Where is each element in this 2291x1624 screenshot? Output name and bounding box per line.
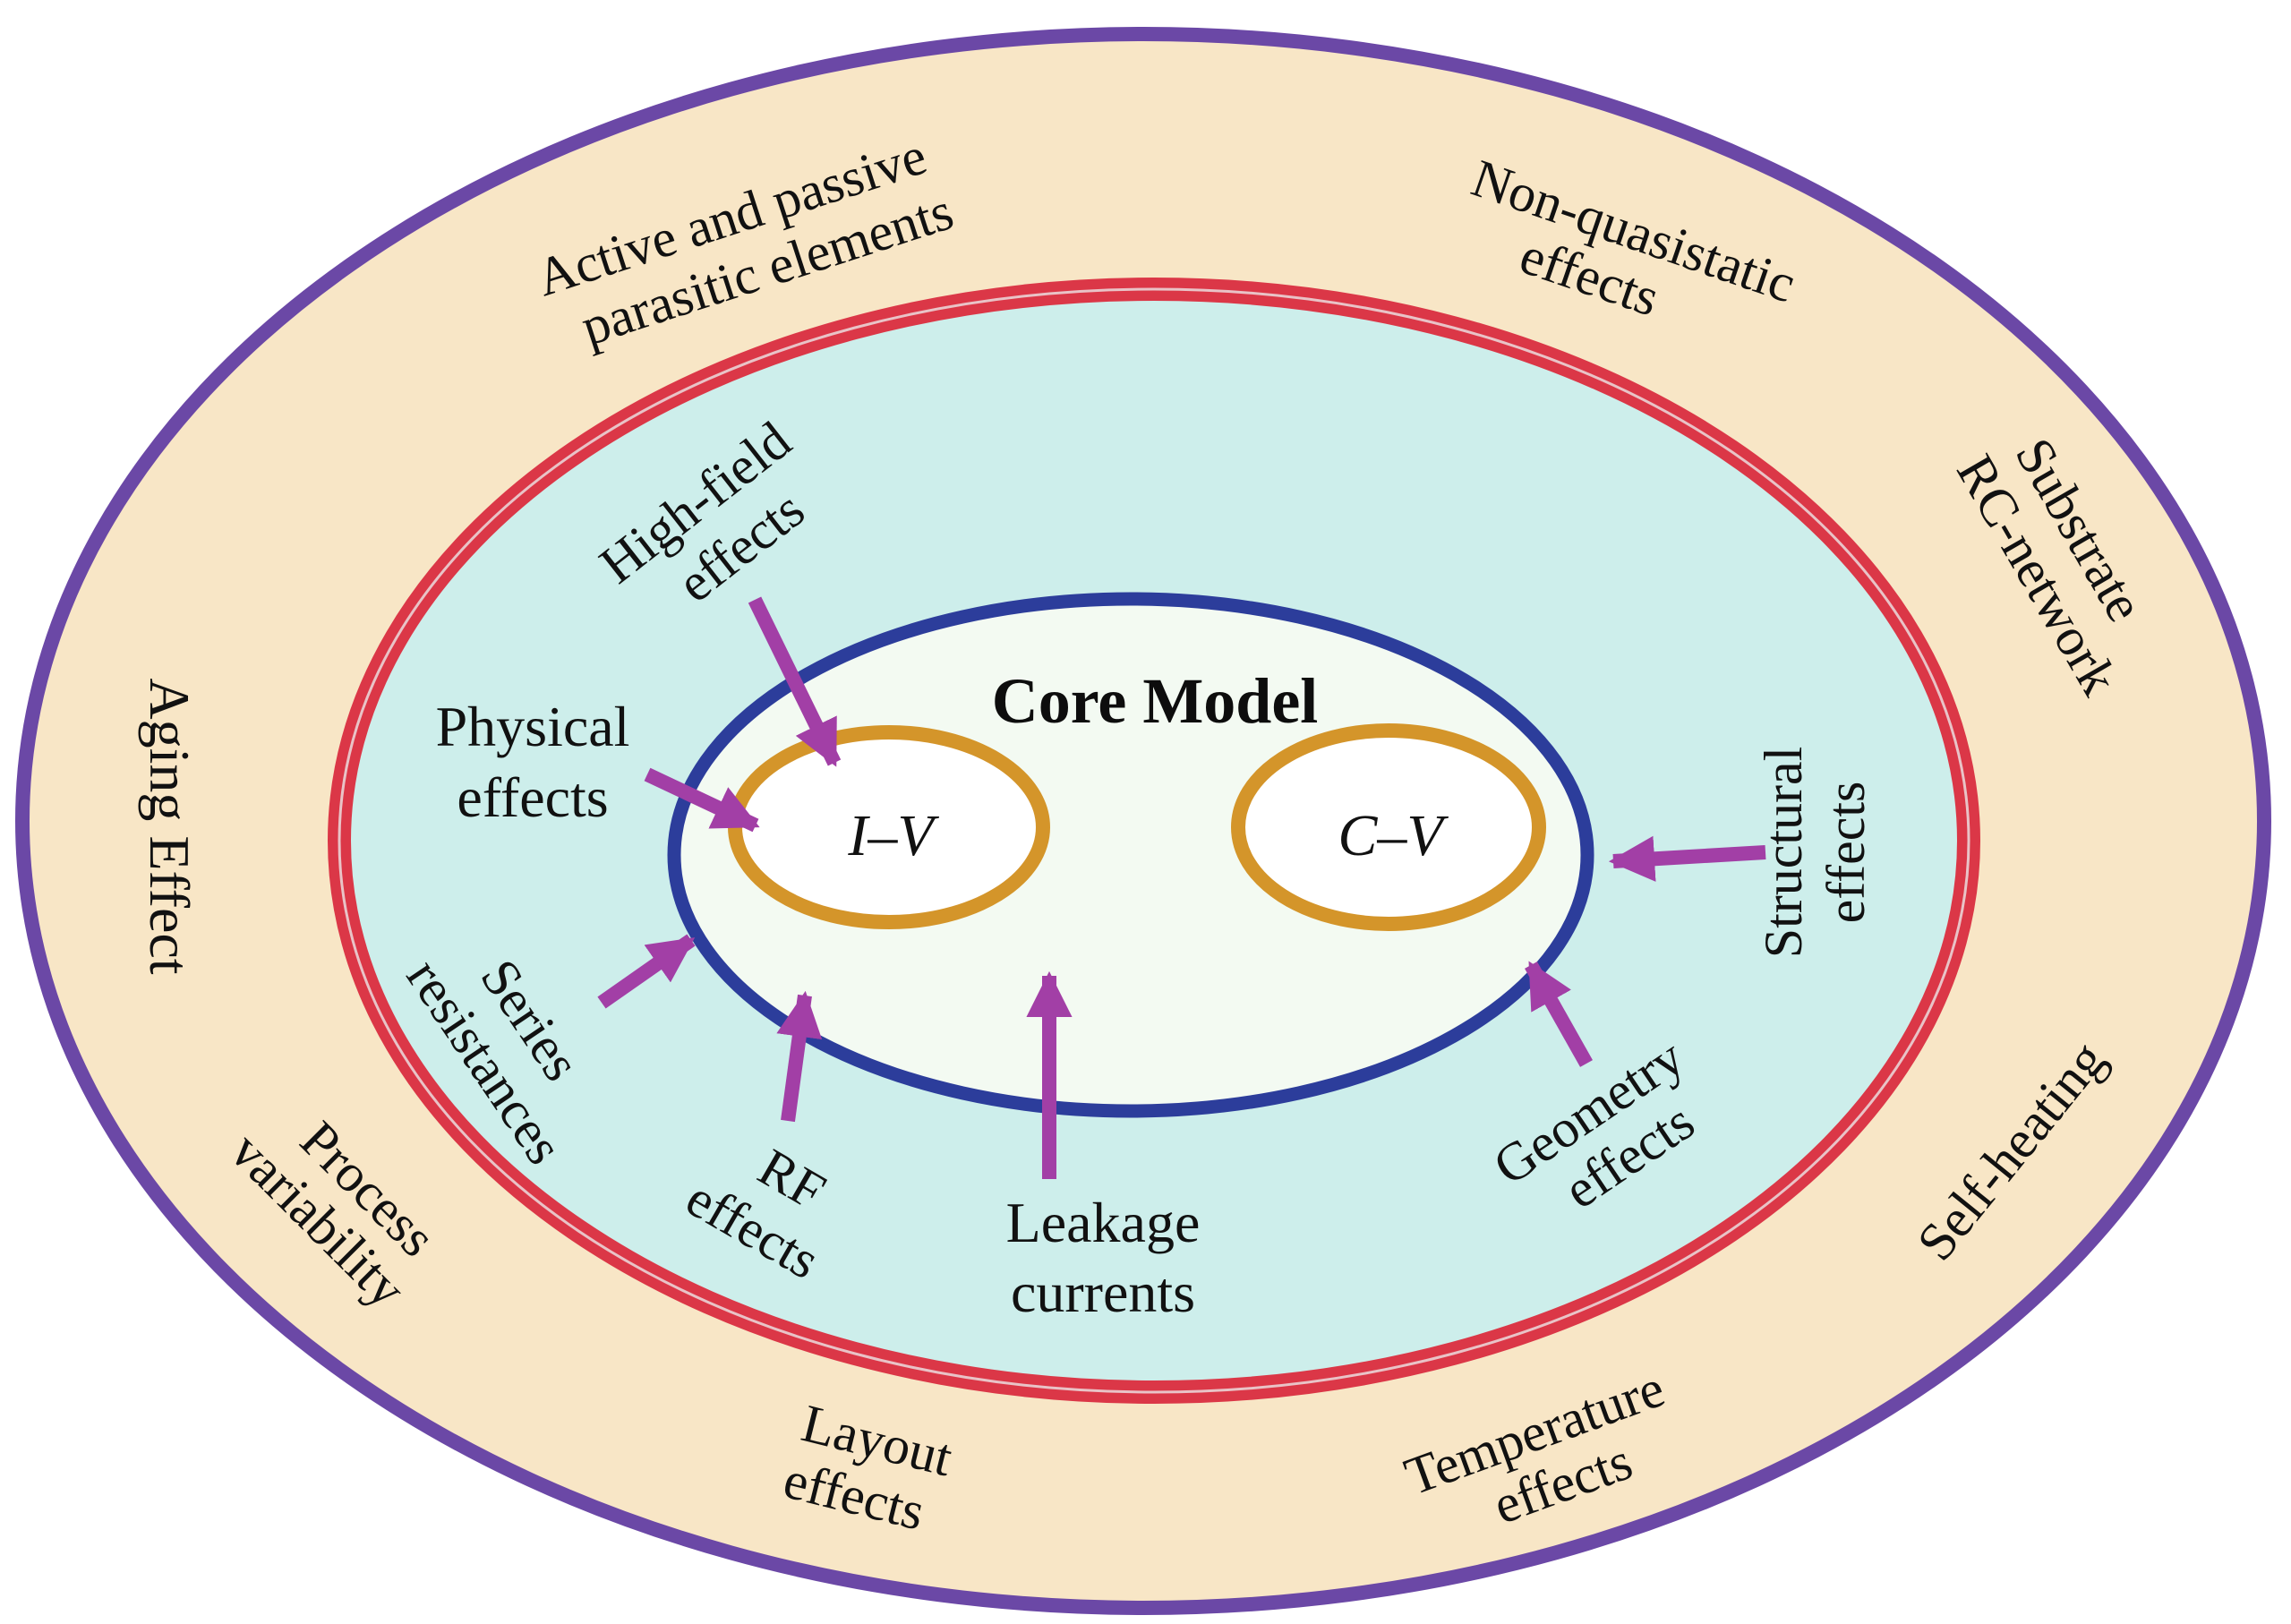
structural-arrow	[1608, 835, 1766, 882]
rf-arrow	[776, 990, 823, 1123]
iv-label: I–V	[847, 803, 939, 868]
svg-text:currents: currents	[1011, 1261, 1195, 1324]
svg-text:effects: effects	[457, 765, 608, 829]
svg-text:Leakage: Leakage	[1006, 1191, 1201, 1254]
geometry-arrow	[1525, 961, 1593, 1067]
structural-effects-label: Structural effects	[1754, 747, 1876, 959]
series-arrow	[597, 934, 696, 1009]
physical-effects-label: Physical effects	[436, 695, 630, 829]
svg-text:Physical: Physical	[436, 695, 630, 758]
middle-ring-inner-line	[338, 287, 1970, 1394]
aging-effect-label: Aging Effect	[138, 678, 201, 974]
leakage-currents-label: Leakage currents	[1006, 1191, 1201, 1324]
core-model-label: Core Model	[992, 665, 1319, 737]
physical-arrow	[644, 767, 760, 833]
arrows	[597, 596, 1766, 1179]
svg-text:Structural: Structural	[1754, 747, 1813, 959]
svg-text:effects: effects	[1817, 782, 1876, 924]
svg-text:Aging Effect: Aging Effect	[138, 678, 201, 974]
cv-ellipse	[1231, 723, 1546, 931]
cv-label: C–V	[1338, 803, 1449, 868]
high-field-arrow	[748, 596, 842, 767]
